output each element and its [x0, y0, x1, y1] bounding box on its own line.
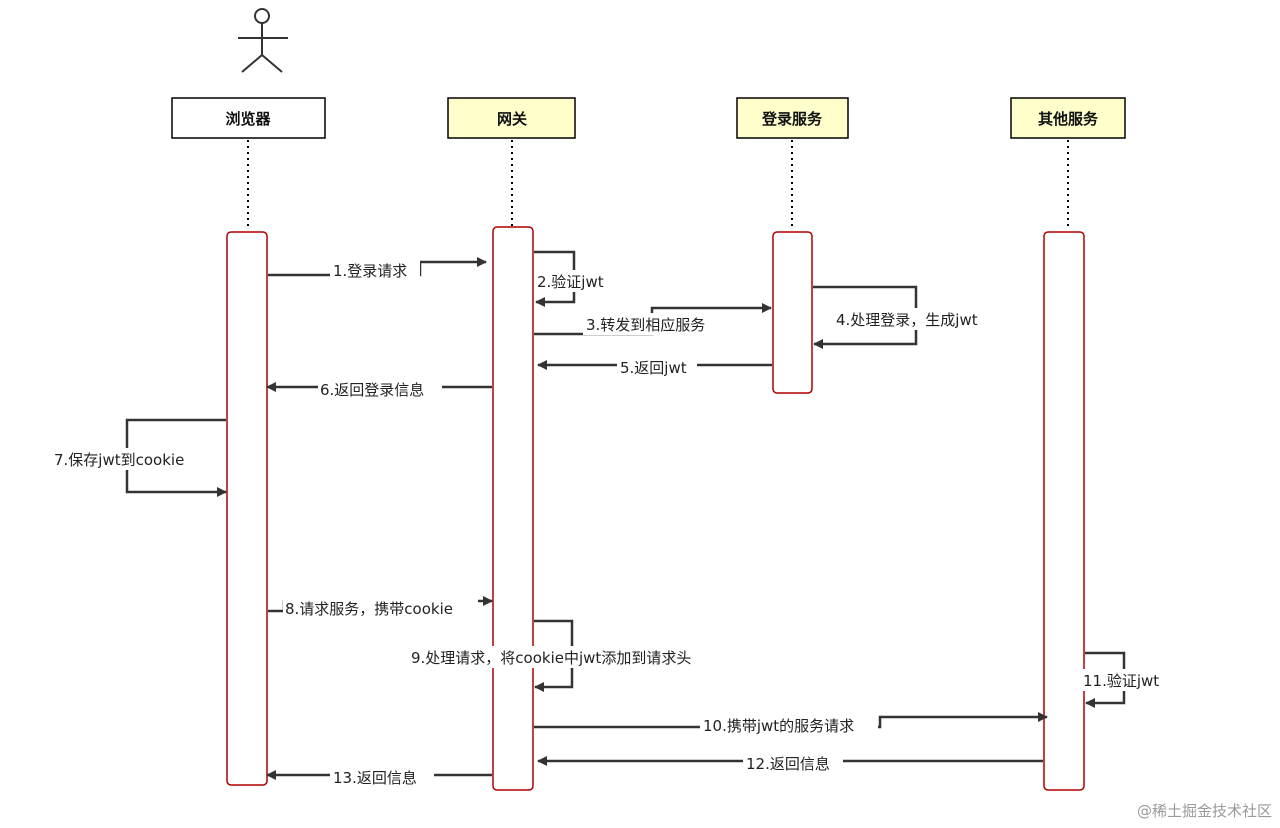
- message-label-10: 10.携带jwt的服务请求: [703, 717, 854, 735]
- activation-browser: [226, 231, 268, 786]
- watermark-text: @稀土掘金技术社区: [1137, 802, 1272, 820]
- message-label-9: 9.处理请求，将cookie中jwt添加到请求头: [411, 649, 691, 667]
- participant-label-gateway: 网关: [497, 110, 527, 128]
- participant-label-login: 登录服务: [761, 110, 823, 128]
- participant-label-other: 其他服务: [1038, 110, 1099, 128]
- participant-gateway: 网关: [447, 97, 576, 139]
- message-label-12: 12.返回信息: [746, 755, 830, 773]
- participant-box: [171, 97, 326, 139]
- message-label-4: 4.处理登录，生成jwt: [836, 311, 978, 329]
- message-label-7: 7.保存jwt到cookie: [54, 451, 184, 469]
- message-label-1: 1.登录请求: [333, 262, 407, 280]
- activation-other: [1043, 231, 1085, 791]
- participant-box: [1010, 97, 1126, 139]
- stick-figure-icon: [238, 8, 288, 73]
- message-label-11: 11.验证jwt: [1083, 672, 1159, 690]
- message-label-13: 13.返回信息: [333, 769, 417, 787]
- activation-gateway: [492, 226, 534, 791]
- participant-browser: 浏览器: [171, 97, 326, 139]
- participant-box: [736, 97, 849, 139]
- message-label-2: 2.验证jwt: [537, 273, 604, 291]
- participant-box: [447, 97, 576, 139]
- participant-login: 登录服务: [736, 97, 849, 139]
- message-label-6: 6.返回登录信息: [320, 381, 424, 399]
- participant-other: 其他服务: [1010, 97, 1126, 139]
- message-label-8: 8.请求服务，携带cookie: [285, 600, 453, 618]
- participant-label-browser: 浏览器: [225, 110, 271, 128]
- activation-login: [772, 231, 813, 394]
- message-label-3: 3.转发到相应服务: [586, 316, 705, 334]
- message-label-5: 5.返回jwt: [620, 359, 687, 377]
